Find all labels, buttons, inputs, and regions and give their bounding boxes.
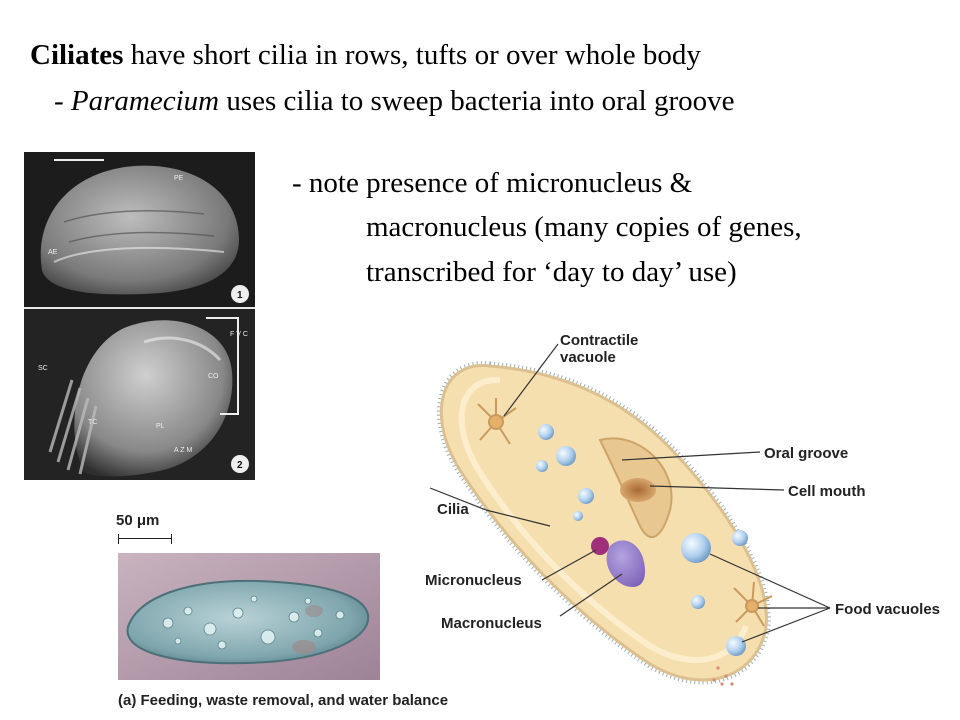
sem-label-fvc: F V C [230,331,248,338]
sem-micrograph-art: PE AE 1 SC F V C CO TC PL A Z M 2 [24,152,255,480]
food-vacuoles [536,424,748,656]
cell-mouth-shape [620,478,656,502]
paramecium-diagram [429,343,831,686]
heading-line-1: Ciliates have short cilia in rows, tufts… [30,38,701,72]
micronucleus-shape [591,537,609,555]
scale-label: 50 μm [116,512,160,529]
sem-label-tc: TC [88,419,97,426]
label-macronucleus: Macronucleus [441,615,542,632]
note-line-1: - note presence of micronucleus & [292,167,693,199]
sem-label-azm: A Z M [174,447,192,454]
sem-micrograph: PE AE 1 SC F V C CO TC PL A Z M 2 [24,152,255,480]
label-food-vacuoles: Food vacuoles [835,601,941,618]
heading-line-2-rest: uses cilia to sweep bacteria into oral g… [219,85,735,117]
sem-label-1: 1 [237,290,243,301]
waste-particles [712,666,734,686]
label-cell-mouth: Cell mouth [788,483,866,500]
cell-body [439,364,768,682]
contractile-vacuole-top [477,398,517,445]
label-contractile-line-2: vacuole [560,349,616,366]
sem-label-co: CO [208,373,219,380]
light-micrograph-art [118,553,380,680]
sem-label-2: 2 [237,460,243,471]
heading-line-2-prefix: - [54,85,71,117]
label-oral-groove: Oral groove [764,445,849,462]
paramecium-term: Paramecium [70,85,220,117]
note-line-2: macronucleus (many copies of genes, [366,211,802,243]
ciliates-term: Ciliates [30,39,124,71]
label-contractile-vacuole: Contractile vacuole [560,332,638,366]
heading-line-1-rest: have short cilia in rows, tufts or over … [123,39,701,71]
light-micrograph [118,553,380,680]
scale-bar [118,534,172,544]
leader-lines [429,343,831,643]
macronucleus-shape [606,540,646,587]
note-line-3: transcribed for ‘day to day’ use) [366,256,737,288]
label-cilia: Cilia [437,501,469,518]
micrograph-caption: (a) Feeding, waste removal, and water ba… [118,692,449,709]
label-micronucleus: Micronucleus [425,572,522,589]
sem-label-sc: SC [38,365,48,372]
contractile-vacuole-bottom [733,581,773,627]
sem-label-ae: AE [48,249,58,256]
heading-line-2: - Paramecium uses cilia to sweep bacteri… [54,84,734,118]
sem-label-pe: PE [174,175,184,182]
sem-label-pl: PL [156,423,165,430]
label-contractile-line-1: Contractile [560,332,639,349]
